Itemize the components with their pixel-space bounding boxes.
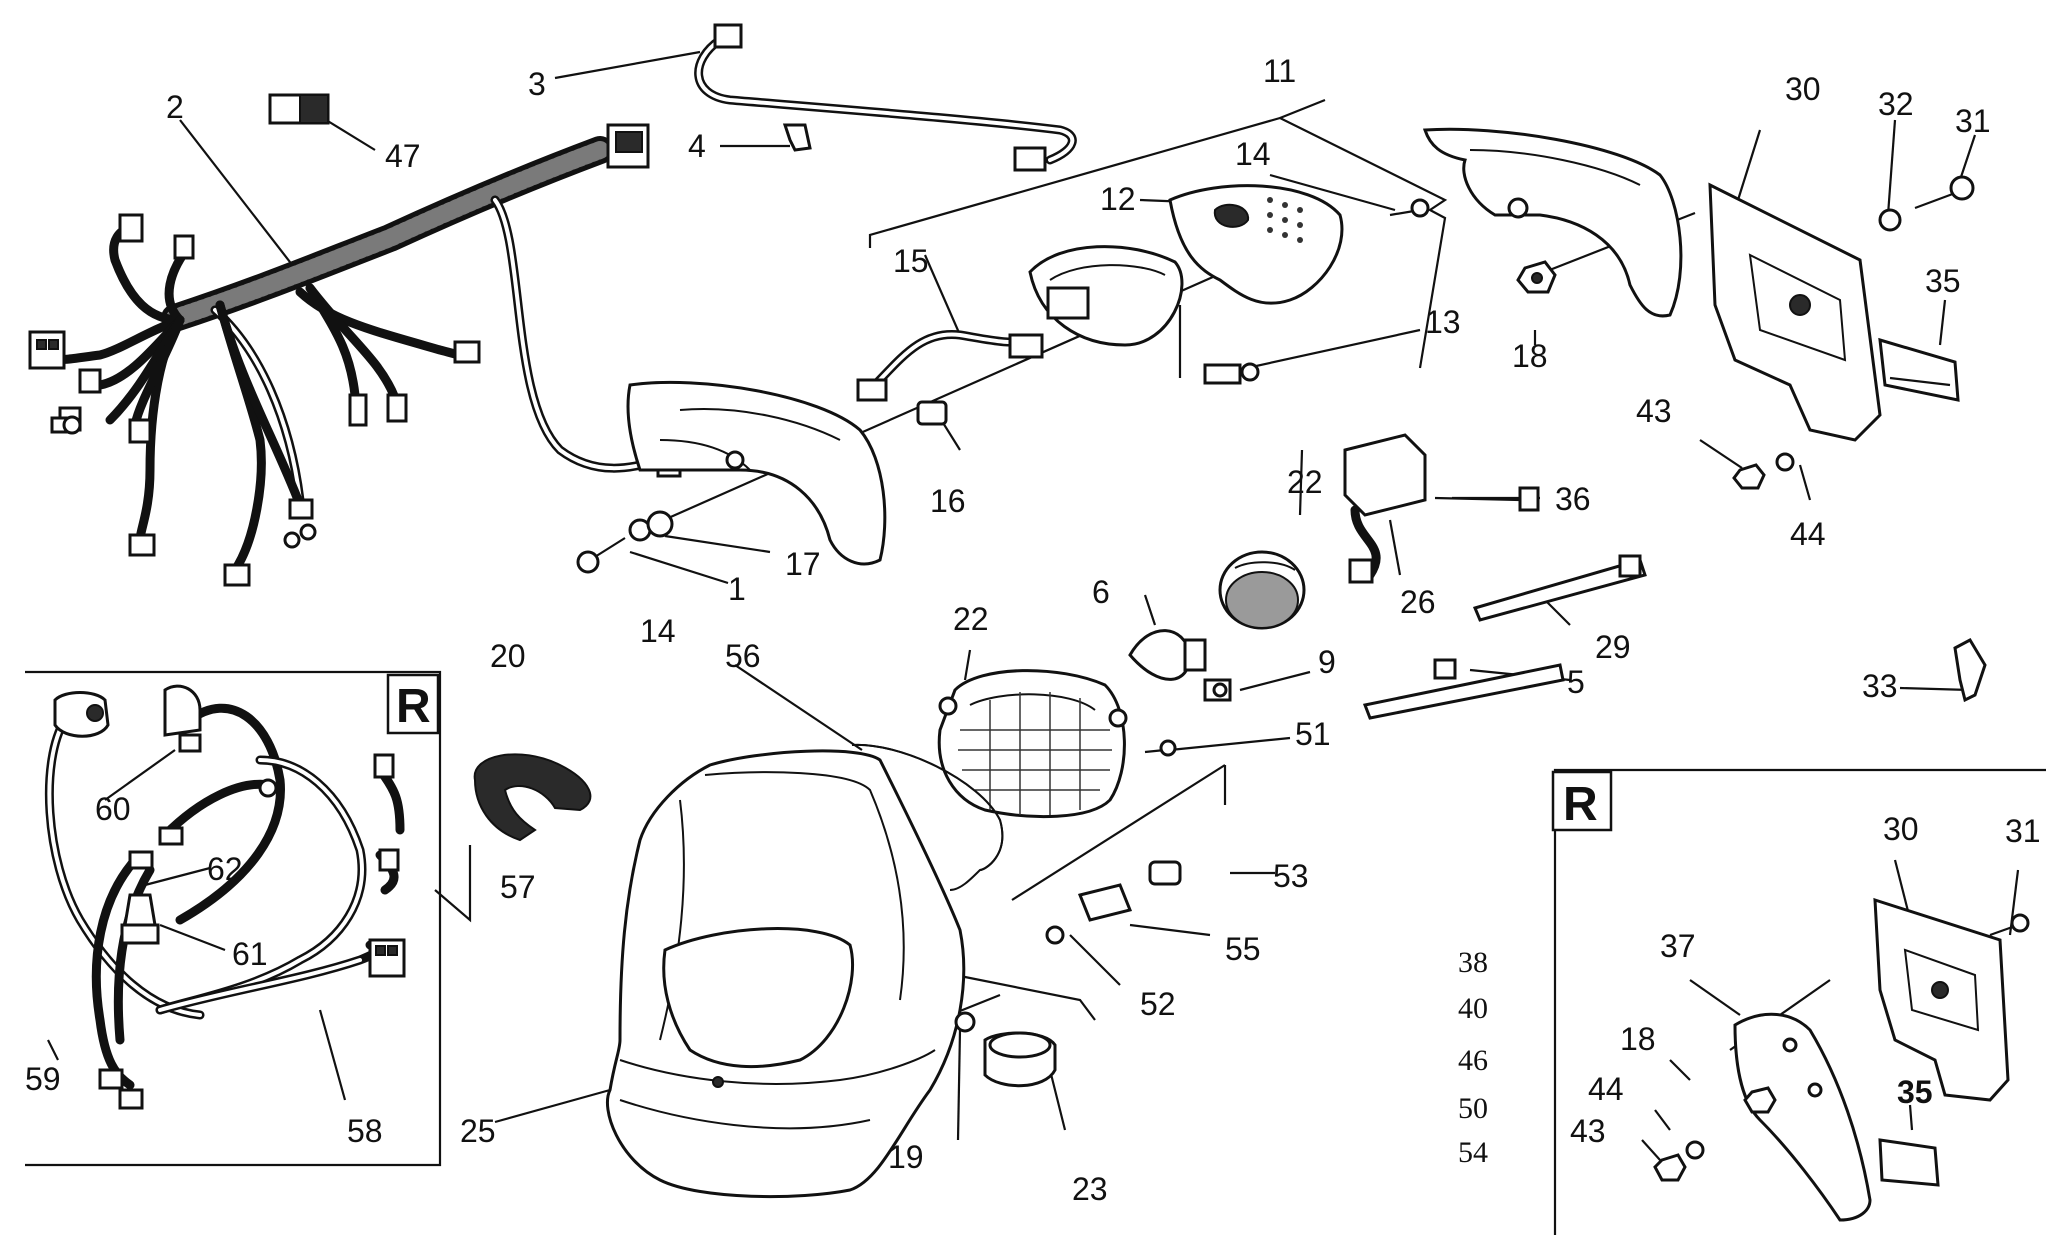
callout-9: 9 <box>1318 644 1336 680</box>
bracket-55 <box>1077 883 1133 922</box>
callout-32: 32 <box>1878 86 1914 122</box>
part-list-item: 50 <box>1458 1092 1488 1125</box>
callout-14-bottom: 14 <box>640 613 676 649</box>
bolt-31 <box>1914 175 1975 210</box>
callout-37: 37 <box>1660 928 1696 964</box>
callout-31-top: 31 <box>1955 103 1991 139</box>
callout-23: 23 <box>1072 1171 1108 1207</box>
screw-14 <box>1389 198 1430 218</box>
nut-43-washer-44 <box>1732 452 1795 490</box>
tie-5 <box>1362 658 1565 720</box>
tie-29 <box>1472 554 1647 622</box>
nut-18 <box>1516 260 1557 294</box>
callout-31-inset: 31 <box>2005 813 2041 849</box>
spacer-16 <box>916 400 948 426</box>
cable-guide-20 <box>473 753 592 842</box>
callout-47: 47 <box>385 138 421 174</box>
callout-11: 11 <box>1263 53 1296 89</box>
callout-56: 56 <box>725 638 761 674</box>
reflector-35 <box>1878 337 1960 402</box>
callout-35-inset: 35 <box>1897 1074 1933 1110</box>
callout-12: 12 <box>1100 181 1136 217</box>
callout-51: 51 <box>1295 716 1331 752</box>
callout-44-inset: 44 <box>1588 1071 1624 1107</box>
callout-15: 15 <box>893 243 929 279</box>
callout-61: 61 <box>232 936 268 972</box>
rear-mudguard-right <box>1422 127 1683 318</box>
callout-43-top: 43 <box>1636 393 1672 429</box>
indicator-22-top <box>1218 550 1306 630</box>
callout-29: 29 <box>1595 629 1631 665</box>
callout-59: 59 <box>25 1061 61 1097</box>
part-list-item: 40 <box>1458 992 1488 1025</box>
callout-3: 3 <box>528 66 546 102</box>
callout-30-top: 30 <box>1785 71 1821 107</box>
part-list-item: 46 <box>1458 1044 1488 1077</box>
wiring-harness <box>28 123 682 587</box>
callout-53: 53 <box>1273 858 1309 894</box>
tail-light-lens <box>1168 184 1344 305</box>
callout-57: 57 <box>500 869 536 905</box>
part-list-item: 38 <box>1458 946 1488 979</box>
callout-19: 19 <box>888 1139 924 1175</box>
callout-55: 55 <box>1225 931 1261 967</box>
callout-4: 4 <box>688 128 706 164</box>
part-list-item: 54 <box>1458 1136 1488 1169</box>
callout-6: 6 <box>1092 574 1110 610</box>
callout-16: 16 <box>930 483 966 519</box>
inset-right <box>1551 768 2046 1235</box>
inset-label-right: R <box>1563 778 1598 831</box>
fuse-47 <box>268 93 330 125</box>
callout-35-top: 35 <box>1925 263 1961 299</box>
headlight-22 <box>937 669 1128 819</box>
callout-1: 1 <box>728 571 746 607</box>
washer-1-17 <box>576 510 674 574</box>
callout-43-inset: 43 <box>1570 1113 1606 1149</box>
bulb-13 <box>1203 362 1260 385</box>
wire-3 <box>694 23 1077 172</box>
screw-51 <box>1144 739 1177 757</box>
headlight-fairing-25 <box>605 749 966 1199</box>
callout-18-inset: 18 <box>1620 1021 1656 1057</box>
callout-60: 60 <box>95 791 131 827</box>
callout-52: 52 <box>1140 986 1176 1022</box>
callout-labels: 2 3 47 4 11 14 12 15 13 16 17 1 14 30 32… <box>25 53 2041 1207</box>
clamp-23 <box>983 1031 1057 1088</box>
clip-33 <box>1953 638 1987 703</box>
screw-52 <box>1045 925 1065 945</box>
relay-26 <box>1343 433 1427 584</box>
callout-22-mid: 22 <box>953 601 989 637</box>
callout-36: 36 <box>1555 481 1591 517</box>
plate-holder-30 <box>1708 182 1882 442</box>
rear-mudguard-left <box>626 380 887 566</box>
gasket-56 <box>851 743 1004 891</box>
callout-22-top: 22 <box>1287 464 1323 500</box>
callout-62: 62 <box>207 851 243 887</box>
inset-left <box>25 670 442 1167</box>
callout-13: 13 <box>1425 304 1461 340</box>
callout-18-top: 18 <box>1512 338 1548 374</box>
callout-5: 5 <box>1567 664 1585 700</box>
callout-14-top: 14 <box>1235 136 1271 172</box>
callout-20: 20 <box>490 638 526 674</box>
screw-19 <box>954 1011 976 1033</box>
spacer-53 <box>1148 860 1182 886</box>
bolt-36 <box>1434 486 1540 512</box>
callout-25: 25 <box>460 1113 496 1149</box>
callout-33: 33 <box>1862 668 1898 704</box>
callout-17: 17 <box>785 546 821 582</box>
tail-light-housing <box>1028 245 1184 347</box>
clip-4 <box>782 123 812 152</box>
inset-label-left: R <box>396 680 431 733</box>
bulb-6 <box>1128 629 1207 681</box>
callout-30-inset: 30 <box>1883 811 1919 847</box>
bulb-9 <box>1203 678 1232 702</box>
callout-2: 2 <box>166 89 184 125</box>
callout-26: 26 <box>1400 584 1436 620</box>
callout-58: 58 <box>347 1113 383 1149</box>
wire-15 <box>856 329 1044 402</box>
callout-44-top: 44 <box>1790 516 1826 552</box>
washer-32 <box>1878 208 1902 232</box>
